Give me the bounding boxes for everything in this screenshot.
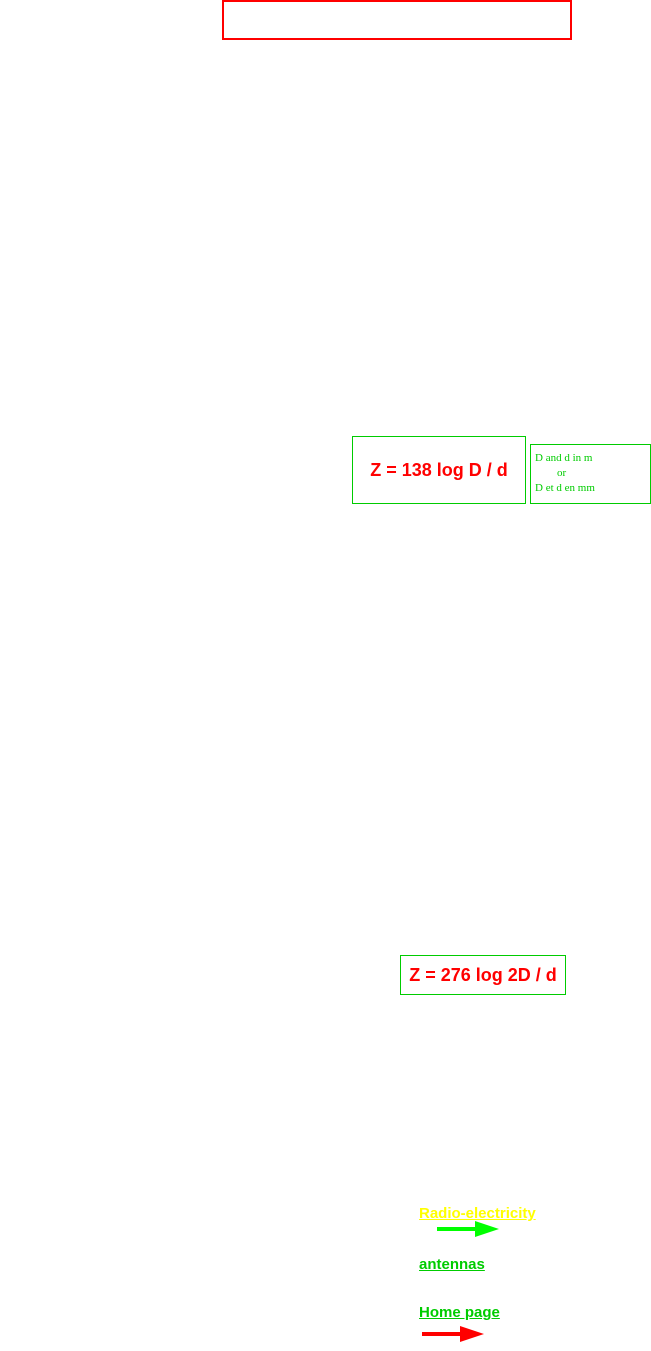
antennas-link[interactable]: antennas <box>419 1256 485 1273</box>
coaxial-formula-text: Z = 138 log D / d <box>370 459 508 480</box>
twin-line-formula-text: Z = 276 log 2D / d <box>409 964 557 985</box>
home-page-link[interactable]: Home page <box>419 1304 500 1321</box>
arrow-right-icon[interactable] <box>422 1326 484 1342</box>
units-note-line-3: D et d en mm <box>535 482 595 494</box>
coaxial-impedance-formula: Z = 138 log D / d <box>352 436 526 504</box>
page-title-box <box>222 0 572 40</box>
arrow-right-icon[interactable] <box>437 1221 499 1237</box>
units-note: D and d in m or D et d en mm <box>530 444 651 504</box>
radio-electricity-link[interactable]: Radio-electricity <box>419 1205 536 1222</box>
units-note-line-1: D and d in m <box>535 452 593 464</box>
twin-line-impedance-formula: Z = 276 log 2D / d <box>400 955 566 995</box>
units-note-line-2: or <box>557 467 567 479</box>
